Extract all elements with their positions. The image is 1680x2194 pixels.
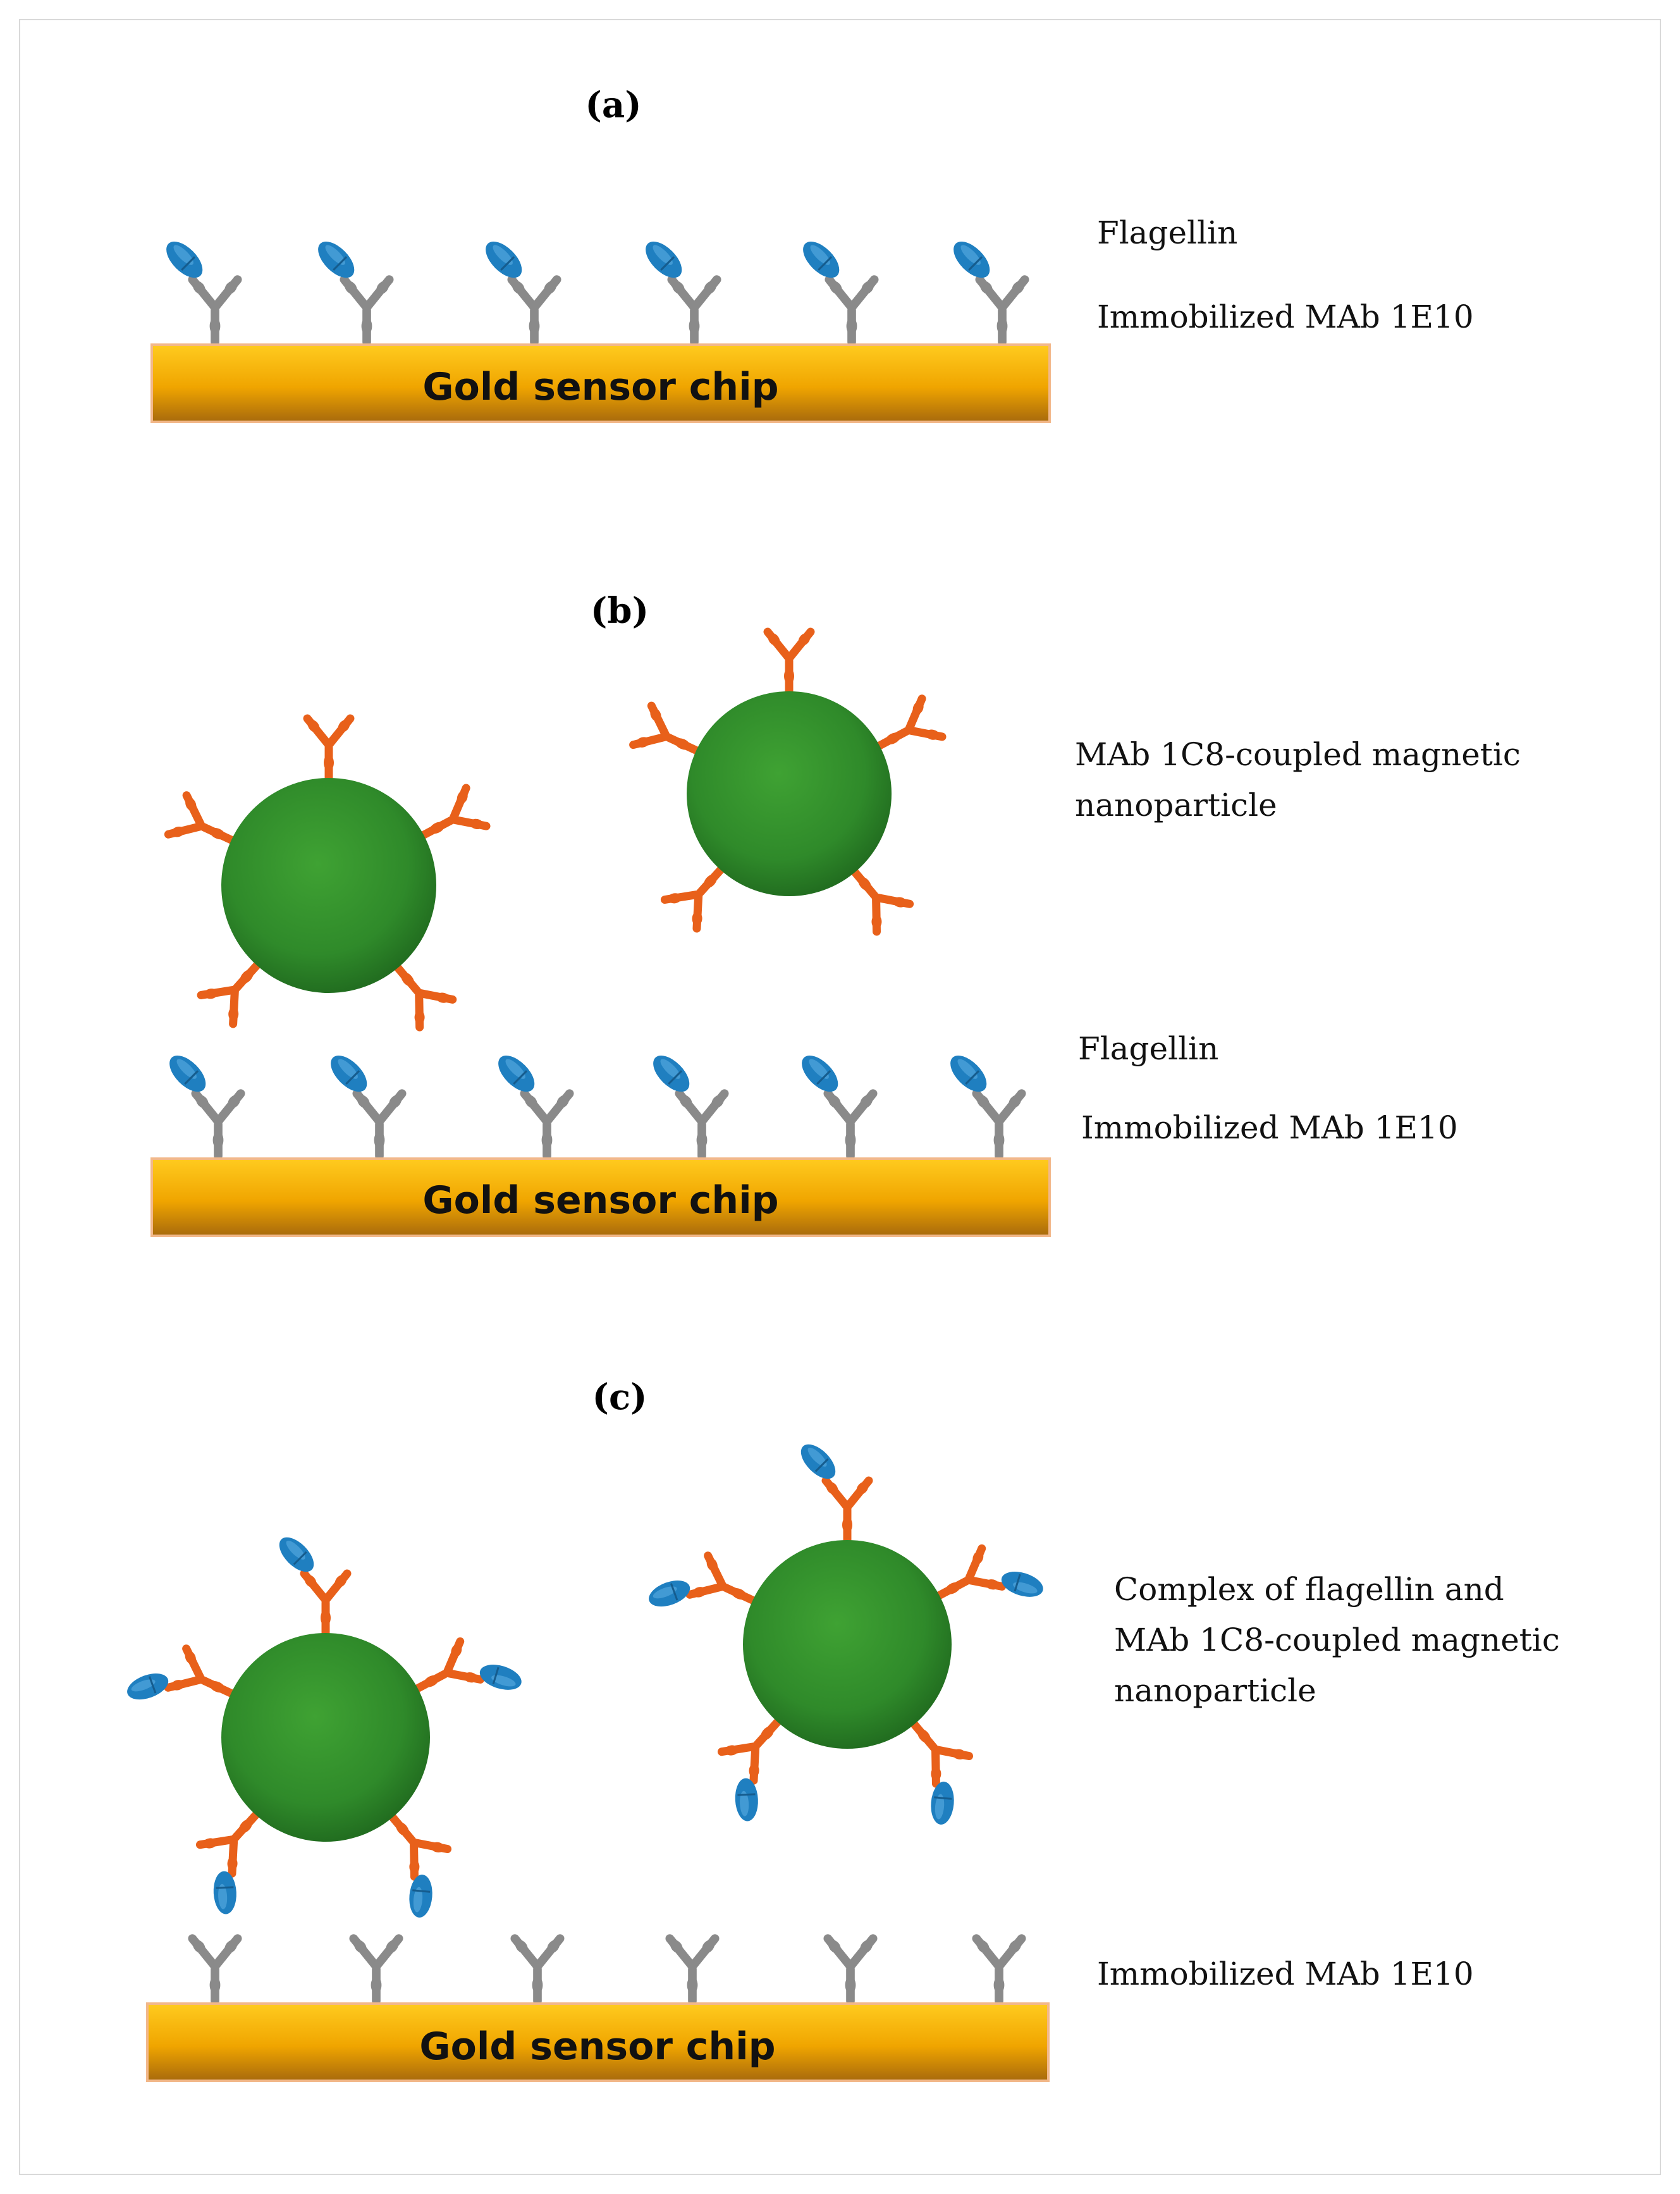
panel-c-nanoparticle-complexes (127, 1444, 1043, 1918)
panel-c-particle-right-arm-2 (935, 1544, 1043, 1600)
flagellin-icon (931, 1782, 954, 1825)
panel-c-antibody-1 (188, 1934, 242, 2006)
panel-b-nanoparticle-label-1: MAb 1C8-coupled magnetic (1075, 736, 1521, 773)
panel-c-particle-left-arm-2 (414, 1637, 522, 1693)
flagellin-icon (735, 1778, 758, 1821)
panel-b-particle-left-arm-5 (164, 791, 236, 844)
nanoparticle-icon (221, 1633, 430, 1842)
panel-c-antibody-5 (823, 1934, 878, 2006)
flagellin-icon (127, 1673, 169, 1700)
flagellin-icon (803, 242, 840, 278)
panel-a-chip-label: Gold sensor chip (422, 365, 778, 409)
panel-b-particle-right-arm-5 (629, 701, 701, 755)
flagellin-icon (953, 242, 990, 278)
nanoparticle-icon (743, 1540, 952, 1749)
panel-b-antibody-6 (950, 1056, 1026, 1161)
panel-c-chip-label: Gold sensor chip (419, 2025, 775, 2069)
flagellin-icon (279, 1537, 314, 1572)
panel-c-particle-right-arm-1 (800, 1444, 873, 1544)
panel-b-antibody-4 (653, 1056, 729, 1161)
flagellin-icon (950, 1056, 987, 1092)
panel-b-gold-chip (150, 1157, 1051, 1237)
flagellin-icon (331, 1056, 367, 1092)
panel-b-particle-right-arm-1 (763, 627, 815, 696)
panel-b-letter: (b) (591, 590, 649, 632)
panel-c-immobilized-antibodies (188, 1934, 1026, 2006)
panel-b-flagellin-label: Flagellin (1078, 1030, 1218, 1067)
panel-c-immobilized-label: Immobilized MAb 1E10 (1097, 1956, 1474, 1992)
flagellin-icon (486, 242, 522, 278)
nanoparticle-icon (221, 778, 436, 993)
panel-c-antibody-6 (972, 1934, 1026, 2006)
panel-b-particle-left-arm-2 (419, 784, 491, 839)
panel-b-particle-right-arm-4 (660, 865, 725, 933)
panel-b-antibody-2 (331, 1056, 407, 1161)
flagellin-icon (479, 1665, 522, 1690)
panel-c-complex-label-3: nanoparticle (1114, 1672, 1316, 1709)
flagellin-icon (1001, 1572, 1043, 1597)
panel-b-particle-right-arm-2 (875, 694, 947, 750)
panel-b-antibody-3 (498, 1056, 574, 1161)
flagellin-icon (166, 242, 203, 278)
panel-c-particle-left-arm-5 (127, 1644, 235, 1700)
panel-c-antibody-4 (665, 1934, 720, 2006)
flagellin-icon (653, 1056, 690, 1092)
panel-c-antibody-3 (510, 1934, 565, 2006)
figure-border (19, 19, 1661, 2175)
panel-a-antibody-4 (646, 242, 721, 347)
flagellin-icon (802, 1056, 838, 1092)
panel-a-immobilized-antibodies (166, 242, 1029, 347)
nanoparticle-icon (687, 691, 892, 896)
flagellin-icon (649, 1581, 690, 1607)
panel-b-particle-left (164, 714, 491, 1032)
flagellin-icon (318, 242, 355, 278)
panel-b-antibody-5 (802, 1056, 878, 1161)
flagellin-icon (409, 1875, 432, 1918)
panel-c-particle-right-arm-5 (649, 1551, 757, 1607)
panel-b-particle-left-arm-4 (197, 961, 261, 1028)
panel-a-immobilized-label: Immobilized MAb 1E10 (1097, 299, 1474, 335)
panel-c-particle-left-arm-1 (279, 1537, 352, 1637)
panel-c-letter: (c) (592, 1376, 647, 1418)
panel-b-nanoparticle-label-2: nanoparticle (1075, 787, 1277, 823)
flagellin-icon (213, 1871, 236, 1914)
panel-a-antibody-3 (486, 242, 561, 347)
panel-c-gold-chip (146, 2002, 1050, 2082)
panel-c-antibody-2 (349, 1934, 403, 2006)
panel-b-particle-right (629, 627, 947, 936)
panel-c-particle-left (127, 1537, 522, 1918)
panel-a-antibody-6 (953, 242, 1029, 347)
flagellin-icon (646, 242, 682, 278)
panel-a-letter: (a) (585, 84, 641, 126)
panel-c-complex-label-2: MAb 1C8-coupled magnetic (1114, 1622, 1560, 1658)
panel-b-chip-label: Gold sensor chip (422, 1178, 778, 1223)
panel-a-antibody-1 (166, 242, 242, 347)
panel-c-complex-label-1: Complex of flagellin and (1114, 1571, 1504, 1608)
panel-a-flagellin-label: Flagellin (1097, 214, 1237, 251)
panel-a-antibody-2 (318, 242, 394, 347)
panel-a-gold-chip (150, 343, 1051, 423)
panel-b-antibody-1 (169, 1056, 245, 1161)
panel-c-particle-left-arm-4 (195, 1811, 261, 1914)
flagellin-icon (800, 1444, 836, 1479)
panel-c-particle-right (649, 1444, 1043, 1825)
panel-b-nanoparticles (164, 627, 947, 1032)
panel-b-immobilized-label: Immobilized MAb 1E10 (1081, 1109, 1458, 1146)
panel-c-particle-left-arm-3 (388, 1813, 452, 1918)
panel-a-antibody-5 (803, 242, 879, 347)
panel-b-particle-left-arm-3 (393, 963, 457, 1032)
panel-b-particle-right-arm-3 (850, 868, 914, 936)
panel-c-particle-right-arm-3 (910, 1720, 974, 1825)
panel-b-particle-left-arm-1 (303, 714, 355, 782)
panel-c-particle-right-arm-4 (717, 1718, 782, 1821)
flagellin-icon (169, 1056, 206, 1092)
flagellin-icon (498, 1056, 535, 1092)
panel-b-immobilized-antibodies (169, 1056, 1026, 1161)
